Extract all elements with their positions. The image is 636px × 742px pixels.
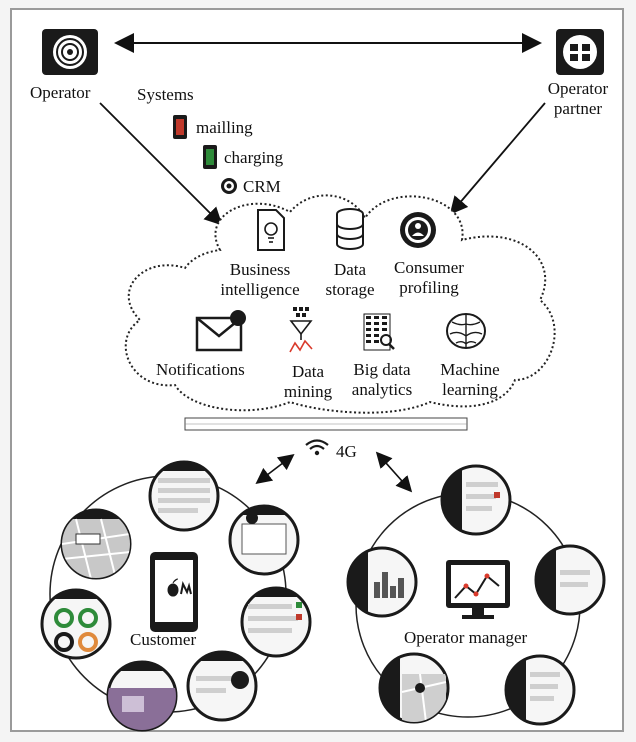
business-intelligence-label: Business intelligence [210, 260, 310, 300]
server-rack [184, 417, 468, 431]
manager-screens [346, 464, 606, 726]
operator-partner-label: Operator partner [540, 79, 616, 119]
monitor-icon [446, 560, 510, 619]
mailling-icon [173, 115, 187, 139]
system-item-crm: CRM [243, 177, 281, 196]
crm-icon [221, 178, 237, 194]
business-intelligence-line2: intelligence [220, 280, 300, 299]
data-mining-line2: mining [283, 382, 333, 401]
consumer-profiling-label: Consumer profiling [380, 258, 478, 298]
consumer-profiling-line2: profiling [399, 278, 459, 297]
data-mining-icon [289, 307, 313, 353]
operator-partner-label-line2: partner [553, 99, 603, 118]
network-customer-arrow [255, 454, 295, 484]
operator-label: Operator [30, 83, 91, 102]
notifications-label: Notifications [156, 360, 245, 379]
business-intelligence-icon [257, 209, 285, 251]
network-manager-arrow [375, 451, 413, 493]
consumer-profiling-line1: Consumer [394, 258, 464, 277]
operator-partner-icon [556, 29, 604, 75]
big-data-analytics-icon [363, 313, 395, 351]
data-storage-line1: Data [333, 260, 367, 279]
business-intelligence-line1: Business [229, 260, 291, 279]
big-data-analytics-label: Big data analytics [340, 360, 424, 400]
consumer-profiling-icon [400, 212, 436, 248]
charging-icon [203, 145, 217, 169]
customer-label: Customer [130, 630, 197, 649]
data-storage-label: Data storage [314, 260, 386, 300]
customer-screens [40, 460, 312, 732]
operator-manager-label: Operator manager [404, 628, 528, 647]
big-data-analytics-line2: analytics [351, 380, 413, 399]
machine-learning-label: Machine learning [428, 360, 512, 400]
system-item-mailling: mailling [196, 118, 253, 137]
data-mining-label: Data mining [276, 362, 340, 402]
notifications-icon [195, 310, 246, 352]
machine-learning-line1: Machine [440, 360, 500, 379]
operator-partner-label-line1: Operator [547, 79, 609, 98]
big-data-analytics-line1: Big data [353, 360, 411, 379]
operator-to-cloud-arrow [99, 102, 223, 226]
wifi-icon [305, 439, 329, 456]
data-storage-line2: storage [325, 280, 375, 299]
systems-title: Systems [137, 85, 194, 104]
network-label: 4G [336, 442, 357, 461]
operator-icon [42, 29, 98, 75]
data-mining-line1: Data [291, 362, 325, 381]
machine-learning-line2: learning [442, 380, 498, 399]
machine-learning-icon [446, 313, 486, 349]
partner-to-cloud-arrow [449, 102, 546, 215]
tablet-icon [150, 552, 198, 632]
system-item-charging: charging [224, 148, 284, 167]
data-storage-icon [336, 208, 364, 250]
